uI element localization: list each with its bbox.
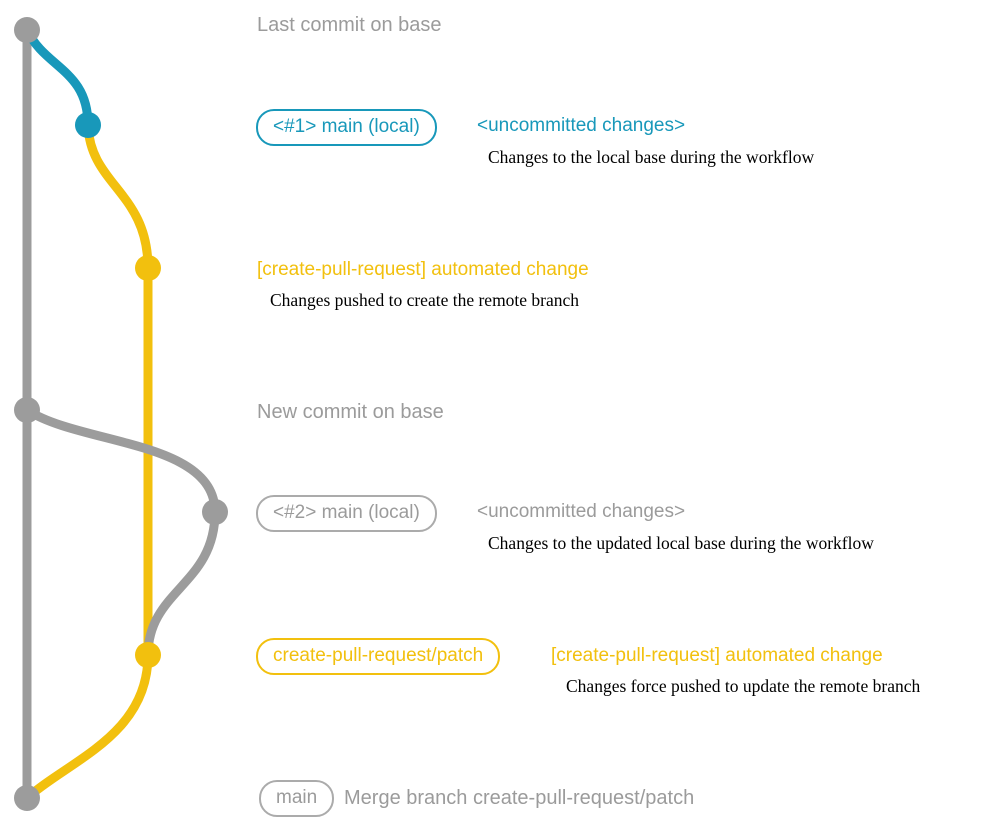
- rebase-branch-line: [22, 405, 220, 660]
- main1-note: Changes to the local base during the wor…: [488, 147, 815, 167]
- commit-node-main1: [75, 112, 101, 138]
- commit-node-new-base: [14, 397, 40, 423]
- main2-branch-badge: <#2> main (local): [256, 495, 437, 532]
- commit-node-merge: [14, 785, 40, 811]
- last-commit-label: Last commit on base: [257, 14, 442, 36]
- main2-status-label: <uncommitted changes>: [477, 501, 686, 522]
- local-main-branch-line: [22, 25, 93, 130]
- patch-commit-label: [create-pull-request] automated change: [551, 645, 883, 666]
- patch-branch-badge: create-pull-request/patch: [256, 638, 501, 675]
- cpr1-commit-label: [create-pull-request] automated change: [257, 259, 589, 280]
- patch-branch-line: [22, 120, 153, 803]
- new-commit-label: New commit on base: [257, 401, 444, 423]
- commit-node-main2: [202, 499, 228, 525]
- patch-note: Changes force pushed to update the remot…: [566, 676, 921, 696]
- main1-status-label: <uncommitted changes>: [477, 115, 686, 136]
- main2-note: Changes to the updated local base during…: [488, 533, 874, 553]
- commit-node-cpr2: [135, 642, 161, 668]
- main1-branch-badge: <#1> main (local): [256, 109, 437, 146]
- commit-node-cpr1: [135, 255, 161, 281]
- commit-node-last-base: [14, 17, 40, 43]
- main-branch-badge: main: [259, 780, 335, 817]
- cpr1-note: Changes pushed to create the remote bran…: [270, 290, 580, 310]
- merge-commit-label: Merge branch create-pull-request/patch: [344, 787, 695, 809]
